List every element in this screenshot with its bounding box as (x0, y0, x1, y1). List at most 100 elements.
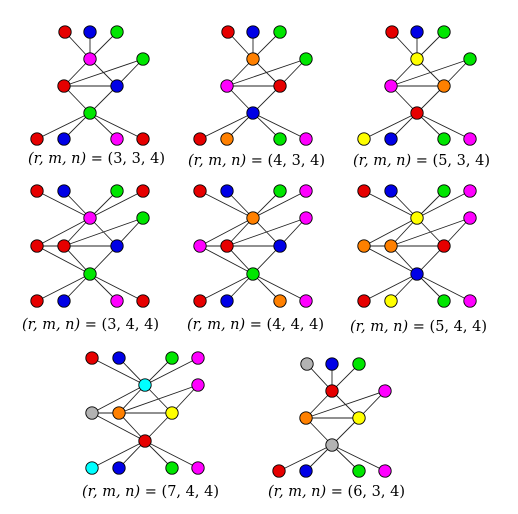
node-hub1 (246, 211, 260, 225)
edge-hub2-b4 (252, 273, 307, 302)
edge-side-midL (390, 217, 471, 247)
node-hub1 (83, 211, 97, 225)
node-midR (437, 79, 451, 93)
node-b1 (272, 464, 286, 478)
node-outer (30, 239, 44, 253)
edge-hub2-b4 (331, 444, 386, 472)
node-hub1 (246, 52, 260, 66)
node-hub2 (83, 106, 97, 120)
edge-side-midL (305, 390, 386, 419)
node-b3 (352, 464, 366, 478)
node-midL (220, 79, 234, 93)
node-side (463, 52, 477, 66)
node-midL (57, 79, 71, 93)
node-b3 (165, 461, 179, 475)
edge-t4-hub1 (416, 190, 471, 219)
node-t1 (221, 25, 235, 39)
node-b1 (193, 294, 207, 308)
graph-544 (357, 184, 477, 308)
node-hub1 (410, 211, 424, 225)
node-midL (220, 239, 234, 253)
edge-t1-hub1 (363, 190, 418, 219)
edge-t4-hub1 (252, 190, 307, 219)
edge-hub2-b4 (89, 112, 144, 140)
edge-outer-hub2 (91, 412, 146, 442)
node-t1 (300, 357, 314, 371)
node-t1 (357, 184, 371, 198)
node-hub2 (410, 267, 424, 281)
edge-hub2-b1 (363, 273, 418, 302)
node-t3 (273, 25, 287, 39)
node-b4 (299, 294, 313, 308)
node-midR (165, 406, 179, 420)
caption-344: (r, m, n) = (3, 4, 4) (22, 317, 159, 333)
node-t2 (57, 184, 71, 198)
node-hub1 (83, 52, 97, 66)
node-midL (384, 79, 398, 93)
graph-334 (30, 25, 150, 146)
node-b3 (110, 294, 124, 308)
node-t4 (136, 184, 150, 198)
node-b2 (384, 294, 398, 308)
node-side (463, 211, 477, 225)
node-side (299, 52, 313, 66)
node-outer (193, 239, 207, 253)
node-t2 (384, 184, 398, 198)
node-b4 (136, 294, 150, 308)
edge-hub2-b1 (91, 440, 146, 469)
edge-hub2-b4 (144, 440, 199, 469)
node-t3 (437, 25, 451, 39)
node-hub2 (246, 267, 260, 281)
node-side (378, 384, 392, 398)
edge-side-midL (226, 217, 307, 247)
node-t2 (246, 25, 260, 39)
node-b2 (220, 294, 234, 308)
caption-634: (r, m, n) = (6, 3, 4) (268, 484, 405, 500)
node-side (299, 211, 313, 225)
node-midR (110, 79, 124, 93)
edge-hub2-b4 (416, 112, 471, 140)
node-hub2 (83, 267, 97, 281)
node-t3 (110, 25, 124, 39)
node-midR (110, 239, 124, 253)
node-midR (437, 239, 451, 253)
node-t1 (85, 351, 99, 365)
node-hub2 (138, 434, 152, 448)
node-t3 (165, 351, 179, 365)
node-t4 (299, 184, 313, 198)
edge-outer-hub2 (363, 245, 418, 275)
node-t1 (58, 25, 72, 39)
node-b2 (220, 132, 234, 146)
edge-t1-hub1 (91, 357, 146, 386)
edge-side-midL (63, 217, 144, 247)
caption-334: (r, m, n) = (3, 3, 4) (28, 151, 165, 167)
edge-side-midL (390, 58, 471, 87)
node-b4 (299, 132, 313, 146)
node-midL (57, 239, 71, 253)
node-t2 (220, 184, 234, 198)
node-midL (299, 411, 313, 425)
edge-t4-hub1 (144, 357, 199, 386)
node-t2 (112, 351, 126, 365)
node-t3 (110, 184, 124, 198)
node-hub2 (325, 438, 339, 452)
edge-hub2-b1 (363, 112, 418, 140)
node-t3 (437, 184, 451, 198)
node-t3 (273, 184, 287, 198)
node-midL (384, 239, 398, 253)
edge-hub2-b4 (252, 112, 307, 140)
node-hub2 (246, 106, 260, 120)
edge-hub2-b1 (36, 273, 91, 302)
node-b1 (30, 294, 44, 308)
node-b3 (273, 294, 287, 308)
node-hub1 (138, 378, 152, 392)
node-b1 (357, 294, 371, 308)
node-t1 (193, 184, 207, 198)
node-t4 (463, 184, 477, 198)
node-b2 (112, 461, 126, 475)
graph-434 (193, 25, 313, 146)
edge-hub2-b1 (36, 112, 91, 140)
node-side (136, 52, 150, 66)
node-midR (352, 411, 366, 425)
